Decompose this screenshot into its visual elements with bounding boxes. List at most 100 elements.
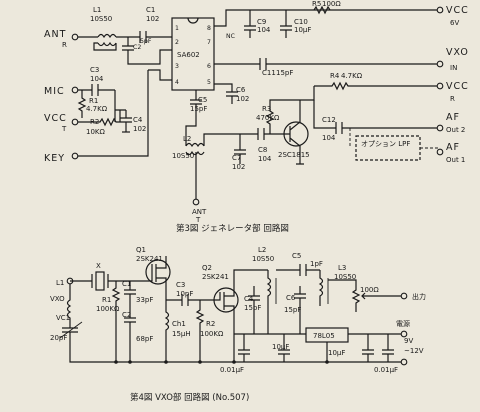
ant-t-label: ANT: [192, 208, 207, 216]
c11-capacitor: [259, 58, 267, 70]
c6-capacitor: [214, 83, 238, 104]
c7-value: 10μF: [272, 343, 289, 351]
ant-t-terminal: [192, 198, 200, 206]
c1-label: C1: [146, 6, 155, 14]
l3-part: 10S50: [334, 273, 356, 281]
vcc-r-label: VCC: [446, 81, 469, 92]
r4-label: R4: [330, 72, 340, 80]
c3-value: 10pF: [176, 290, 193, 298]
ch1-choke: [164, 300, 170, 344]
c11-value: 15pF: [276, 69, 293, 77]
c8-capacitor: [362, 334, 374, 362]
l2-label: L2: [183, 135, 191, 143]
pot-value: 100Ω: [360, 286, 379, 294]
power-voltage-2: ~12V: [404, 347, 424, 355]
q1-part: 2SK241: [136, 255, 163, 263]
power-terminal: [400, 330, 408, 338]
l1-label: L1: [56, 279, 64, 287]
lpf-label: オプション LPF: [361, 140, 410, 148]
c3-capacitor: [91, 84, 99, 96]
c4-capacitor: [248, 286, 260, 312]
c2-value: 68pF: [136, 335, 153, 343]
figure-3-generator-schematic: SA602 12 34 87 65 ANT R MIC VCC T KEY L1…: [44, 0, 469, 234]
c9-value: 0.01μF: [220, 366, 244, 374]
c7-capacitor: [278, 334, 290, 362]
c1-value: 33pF: [136, 296, 153, 304]
vxo-label: VXO: [50, 295, 65, 303]
q2-part: 2SK241: [202, 273, 229, 281]
c6-value: 15pF: [284, 306, 301, 314]
c9-label: C9: [257, 18, 266, 26]
c1-capacitor: [139, 31, 147, 43]
c10-value: 0.01μF: [374, 366, 398, 374]
vxo-in-sub-label: IN: [450, 64, 457, 72]
c1-value: 102: [146, 15, 159, 23]
c4-label: C4: [133, 116, 143, 124]
c8-value: 104: [258, 155, 272, 163]
c5-label: C5: [198, 96, 207, 104]
ground-terminal: [400, 358, 408, 366]
c1-label: C1: [122, 280, 131, 288]
c6-capacitor: [294, 286, 306, 312]
r3-resistor: [265, 99, 300, 134]
crystal-x: [91, 271, 109, 291]
ant-t-sub-label: T: [195, 216, 201, 224]
c2-capacitor: [124, 310, 136, 334]
vc1-label: VC1: [56, 314, 70, 322]
l3-inductor: [318, 270, 324, 306]
r5-value: 100Ω: [322, 0, 341, 8]
power-voltage-1: 9V: [404, 337, 413, 345]
l2-label: L2: [258, 246, 266, 254]
c4-capacitor: [120, 110, 132, 132]
potentiometer: [328, 279, 361, 312]
c3-value: 104: [90, 75, 104, 83]
svg-text:8: 8: [207, 25, 211, 32]
r5-resistor: [313, 5, 331, 15]
vxo-in-terminal: [436, 60, 444, 68]
r4-resistor: [314, 81, 440, 91]
c10-capacitor: [382, 334, 394, 362]
crystal-label: X: [96, 262, 101, 270]
regulator-label: 78L05: [313, 332, 335, 340]
af-out-1-terminal: [436, 148, 444, 156]
vcc-t-terminal: [71, 118, 79, 126]
c7-label: C7: [232, 154, 241, 162]
r2-label: R2: [90, 118, 99, 126]
c7-value: 102: [232, 163, 245, 171]
c12-capacitor: [335, 122, 343, 134]
q2-fet: [200, 282, 239, 320]
c8-capacitor: [257, 128, 265, 140]
c4-label: C4: [244, 295, 254, 303]
c5-value: 1pF: [310, 260, 323, 268]
c9-capacitor: [244, 10, 256, 38]
r1-label: R1: [89, 97, 98, 105]
output-label: 出力: [412, 292, 426, 301]
l1-part: 10S50: [90, 15, 112, 23]
key-terminal: [71, 152, 79, 160]
svg-text:1: 1: [175, 25, 179, 32]
c9-value: 104: [257, 26, 271, 34]
r1-resistor: [111, 281, 121, 310]
svg-text:5: 5: [207, 79, 211, 86]
mic-label: MIC: [44, 86, 65, 97]
transistor-2sc1815: [282, 100, 309, 160]
ant-r-terminal: [71, 33, 79, 41]
svg-text:2: 2: [175, 39, 179, 46]
c12-value: 104: [322, 134, 336, 142]
figure-3-caption: 第3図 ジェネレータ部 回路図: [176, 223, 289, 234]
af-out-2-sub-label: Out 2: [446, 126, 465, 134]
c7-capacitor: [214, 133, 246, 164]
output-terminal: [400, 292, 408, 300]
c10-value: 10μF: [294, 26, 311, 34]
c5-capacitor: [299, 264, 307, 276]
key-label: KEY: [44, 153, 65, 164]
c4-value: 102: [133, 125, 146, 133]
c2-label: C2: [122, 311, 131, 319]
c2-value: 5pF: [140, 38, 152, 45]
l1-inductor: [66, 284, 72, 322]
c8-label: C8: [258, 146, 267, 154]
vcc-r-terminal: [436, 82, 444, 90]
r5-label: R5: [312, 0, 321, 8]
r2-label: R2: [206, 320, 215, 328]
